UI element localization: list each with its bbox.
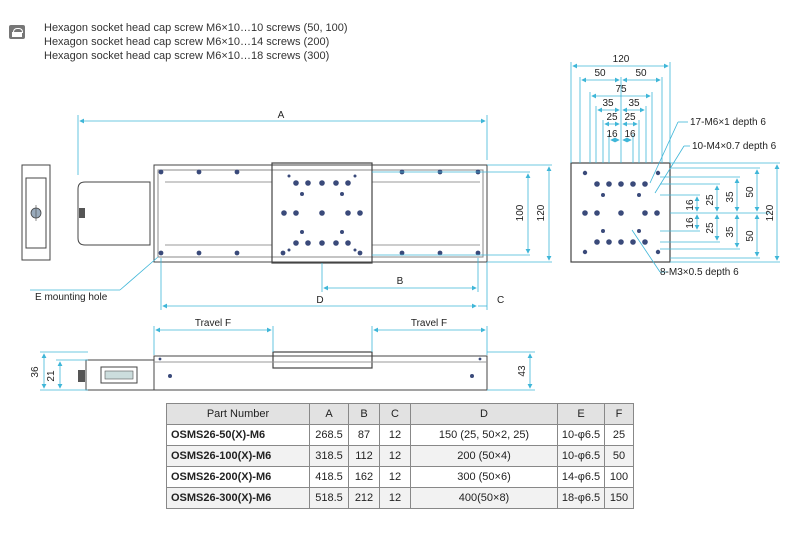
side-base [153, 355, 488, 391]
end-w-25a: 25 [606, 112, 618, 123]
table-row: OSMS26-200(X)-M6 418.5 162 12 300 (50×6)… [166, 466, 634, 488]
spec-table: Part Number A B C D E F OSMS26-50(X)-M6 … [166, 403, 634, 509]
dim-120-label: 120 [536, 204, 547, 221]
cell: 150 (25, 50×2, 25) [410, 424, 558, 446]
end-w-75: 75 [615, 84, 627, 95]
end-view-plate [570, 162, 671, 263]
end-v-16a: 16 [685, 199, 696, 211]
header-d: D [410, 403, 558, 425]
table-row: OSMS26-50(X)-M6 268.5 87 12 150 (25, 50×… [166, 424, 634, 446]
cell: 10-φ6.5 [557, 445, 605, 467]
end-plate-inner [25, 177, 47, 249]
cell: 318.5 [309, 445, 349, 467]
end-view-holes [582, 170, 661, 255]
cell: OSMS26-50(X)-M6 [166, 424, 310, 446]
cell: OSMS26-100(X)-M6 [166, 445, 310, 467]
mounting-hole-label: E mounting hole [35, 292, 108, 303]
cell: 18-φ6.5 [557, 487, 605, 509]
note-line-3: Hexagon socket head cap screw M6×10…18 s… [44, 50, 330, 62]
side-coupling [78, 370, 85, 382]
end-v-50b: 50 [745, 230, 756, 242]
side-view: Travel F Travel F 36 21 43 [30, 318, 535, 391]
callout-m4: 10-M4×0.7 depth 6 [692, 141, 777, 152]
header-c: C [379, 403, 411, 425]
end-v-35b: 35 [725, 226, 736, 238]
end-w-120: 120 [613, 54, 630, 65]
carriage-holes [281, 174, 363, 252]
dim-21-label: 21 [46, 370, 57, 382]
coupling [79, 208, 85, 218]
cell: 212 [348, 487, 380, 509]
cell: 12 [379, 424, 411, 446]
header-b: B [348, 403, 380, 425]
cell: 268.5 [309, 424, 349, 446]
cell: 518.5 [309, 487, 349, 509]
note-line-1: Hexagon socket head cap screw M6×10…10 s… [44, 22, 348, 34]
cell: 12 [379, 487, 411, 509]
note-line-2: Hexagon socket head cap screw M6×10…14 s… [44, 36, 330, 48]
end-plate [21, 164, 51, 261]
header-a: A [309, 403, 349, 425]
end-w-25b: 25 [624, 112, 636, 123]
end-v-50a: 50 [745, 186, 756, 198]
side-carriage [272, 351, 373, 369]
dim-43-label: 43 [517, 365, 528, 377]
cell: 100 [604, 466, 634, 488]
top-view: A 100 120 B D C E mounting hole [21, 110, 552, 310]
end-w-35b: 35 [628, 98, 640, 109]
cell: 10-φ6.5 [557, 424, 605, 446]
end-w-35a: 35 [602, 98, 614, 109]
header-part-number: Part Number [166, 403, 310, 425]
end-v-25b: 25 [705, 222, 716, 234]
dim-c-label: C [497, 295, 504, 306]
dim-b-label: B [397, 276, 404, 287]
end-w-50b: 50 [635, 68, 647, 79]
end-v-25a: 25 [705, 194, 716, 206]
cell: 200 (50×4) [410, 445, 558, 467]
table-row: OSMS26-100(X)-M6 318.5 112 12 200 (50×4)… [166, 445, 634, 467]
cell: 300 (50×6) [410, 466, 558, 488]
cell: OSMS26-300(X)-M6 [166, 487, 310, 509]
cell: 150 [604, 487, 634, 509]
dim-a-label: A [278, 110, 285, 121]
end-view: 120 50 50 75 35 35 25 25 16 16 16 16 [570, 54, 780, 278]
motor-housing [77, 181, 151, 246]
stage-base [153, 164, 488, 263]
end-w-50a: 50 [594, 68, 606, 79]
end-v-35a: 35 [725, 191, 736, 203]
end-w-16a: 16 [606, 129, 618, 140]
dim-36-label: 36 [30, 366, 41, 378]
travel-right-label: Travel F [411, 318, 447, 329]
cell: 50 [604, 445, 634, 467]
end-w-16b: 16 [624, 129, 636, 140]
cell: 25 [604, 424, 634, 446]
end-v-16b: 16 [685, 217, 696, 229]
cell: 87 [348, 424, 380, 446]
cell: 400(50×8) [410, 487, 558, 509]
dim-100-label: 100 [515, 204, 526, 221]
cell: 12 [379, 445, 411, 467]
callout-m6: 17-M6×1 depth 6 [690, 117, 766, 128]
table-header-row: Part Number A B C D E F [166, 403, 634, 425]
travel-left-label: Travel F [195, 318, 231, 329]
end-v-120: 120 [765, 204, 776, 221]
header-e: E [557, 403, 605, 425]
cell: 418.5 [309, 466, 349, 488]
screw-icon [9, 25, 25, 39]
header-f: F [604, 403, 634, 425]
table-row: OSMS26-300(X)-M6 518.5 212 12 400(50×8) … [166, 487, 634, 509]
cell: OSMS26-200(X)-M6 [166, 466, 310, 488]
callout-m3: 8-M3×0.5 depth 6 [660, 267, 739, 278]
cell: 112 [348, 445, 380, 467]
cell: 162 [348, 466, 380, 488]
cell: 12 [379, 466, 411, 488]
cell: 14-φ6.5 [557, 466, 605, 488]
dim-d-label: D [316, 295, 323, 306]
